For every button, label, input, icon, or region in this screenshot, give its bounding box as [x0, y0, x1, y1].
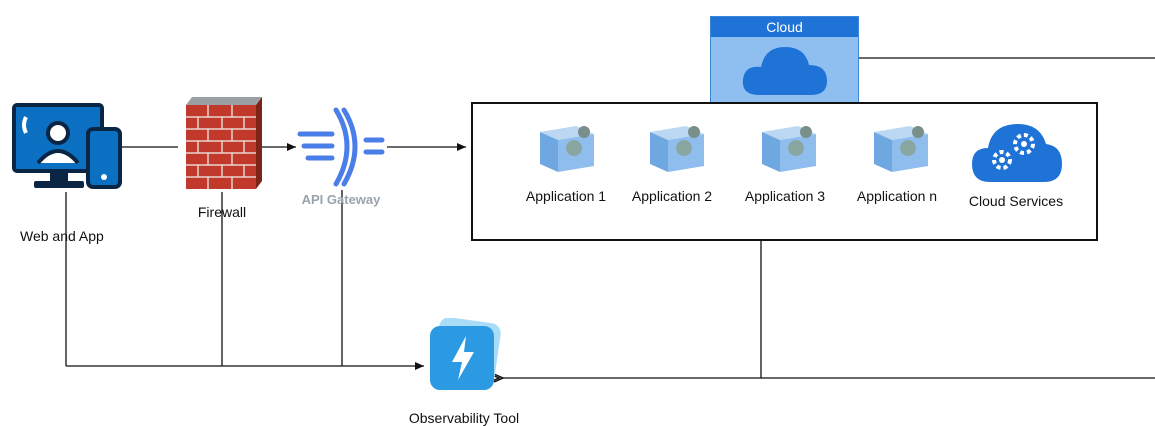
application-label-1: Application 1 — [525, 188, 607, 204]
api-gateway-label: API Gateway — [301, 192, 381, 207]
firewall-label: Firewall — [197, 204, 247, 220]
cloud-icon — [742, 47, 827, 95]
app-cube-gears-icon — [650, 126, 704, 172]
application-label-n: Application n — [856, 188, 938, 204]
api-gateway-icon — [297, 107, 385, 187]
application-label-3: Application 3 — [744, 188, 826, 204]
web-and-app-label: Web and App — [20, 228, 104, 244]
brick-wall-icon — [186, 97, 262, 189]
app-cube-gears-icon — [762, 126, 816, 172]
app-cube-gears-icon — [874, 126, 928, 172]
application-label-2: Application 2 — [631, 188, 713, 204]
cloud-header: Cloud — [711, 17, 858, 37]
lightning-bolt-icon — [430, 318, 501, 390]
cloud-services-label: Cloud Services — [968, 193, 1064, 209]
cloud-container: Cloud — [710, 16, 859, 104]
observability-tool-label: Observability Tool — [408, 410, 520, 426]
app-cube-gears-icon — [540, 126, 594, 172]
cloud-gears-icon — [972, 124, 1062, 182]
monitor-user-phone-icon — [12, 103, 122, 189]
